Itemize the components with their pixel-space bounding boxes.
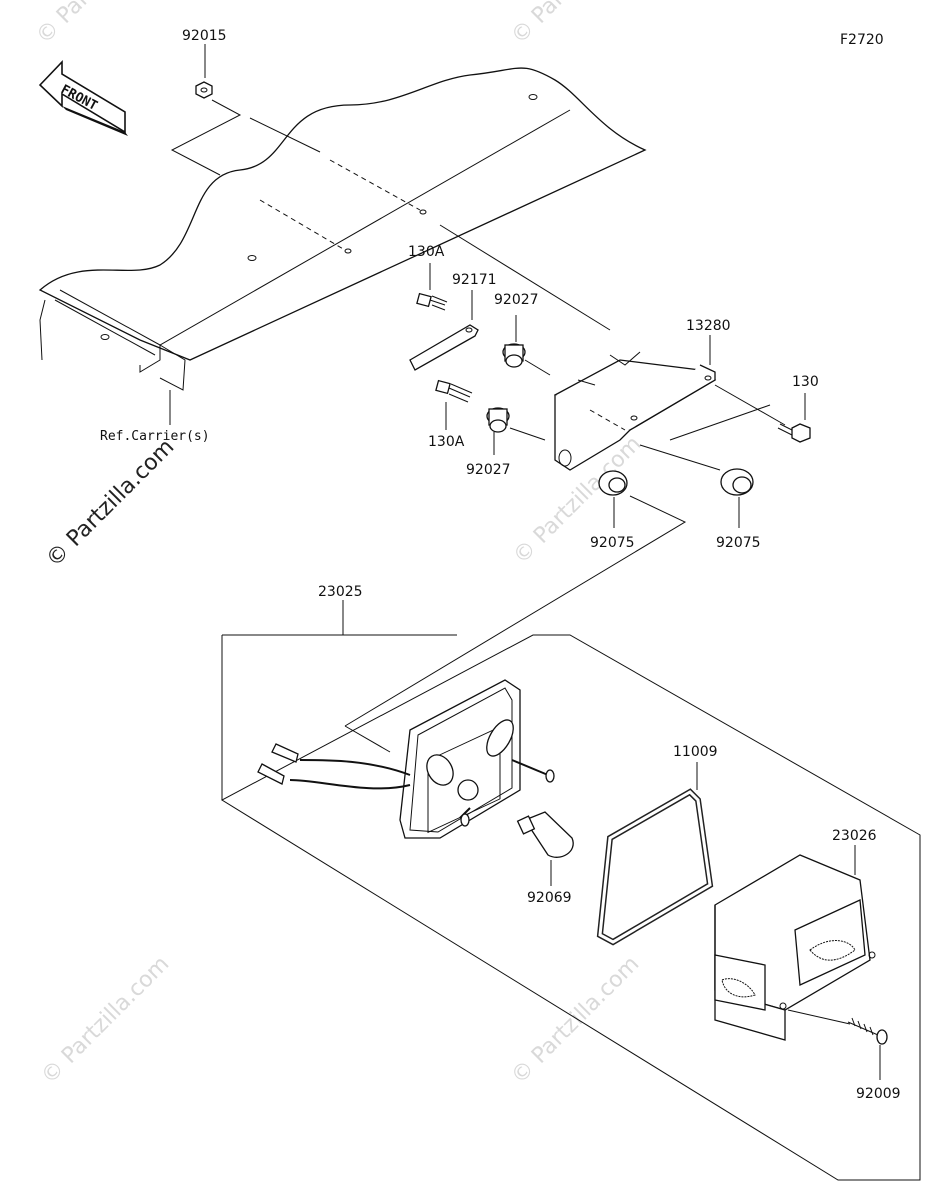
label-92075-right: 92075	[716, 535, 761, 551]
label-92171: 92171	[452, 272, 497, 288]
watermark-top-left: © Partzilla.com	[32, 0, 170, 49]
label-92015: 92015	[182, 28, 227, 44]
part-23025-taillight-base[interactable]	[257, 679, 555, 839]
part-23026-lens[interactable]	[714, 854, 876, 1041]
part-11009-gasket[interactable]	[596, 788, 714, 946]
watermark-top-center: © Partzilla.com	[507, 0, 645, 49]
part-92171[interactable]	[409, 324, 479, 371]
label-11009: 11009	[673, 744, 718, 760]
label-130A-top: 130A	[408, 244, 445, 260]
part-92009-screw[interactable]	[847, 1017, 888, 1045]
label-23025: 23025	[318, 584, 363, 600]
label-92069: 92069	[527, 890, 572, 906]
label-92009: 92009	[856, 1086, 901, 1102]
part-92075-right[interactable]	[720, 468, 754, 496]
front-arrow-icon: FRONT	[38, 60, 128, 136]
watermark-bottom-center: © Partzilla.com	[507, 952, 645, 1090]
carrier-outline	[38, 67, 647, 391]
part-92069-bulb[interactable]	[516, 811, 574, 858]
watermark-main: © Partzilla.com	[42, 435, 180, 573]
figure-code: F2720	[840, 32, 884, 48]
watermark-bottom-left: © Partzilla.com	[37, 952, 175, 1090]
part-130[interactable]	[777, 423, 811, 443]
label-92027-bottom: 92027	[466, 462, 511, 478]
part-130A-bottom[interactable]	[435, 379, 473, 403]
label-92027-top: 92027	[494, 292, 539, 308]
label-23026: 23026	[832, 828, 877, 844]
part-92027-top[interactable]	[502, 343, 526, 368]
part-92027-bottom[interactable]	[486, 407, 510, 433]
part-92075-left[interactable]	[598, 470, 628, 496]
label-92075-left: 92075	[590, 535, 635, 551]
part-130A-top[interactable]	[416, 292, 448, 311]
label-130A-bottom: 130A	[428, 434, 465, 450]
part-92015[interactable]	[195, 81, 213, 99]
part-13280-bracket[interactable]	[553, 351, 717, 471]
label-130: 130	[792, 374, 819, 390]
reference-label: Ref.Carrier(s)	[100, 429, 210, 444]
label-13280: 13280	[686, 318, 731, 334]
